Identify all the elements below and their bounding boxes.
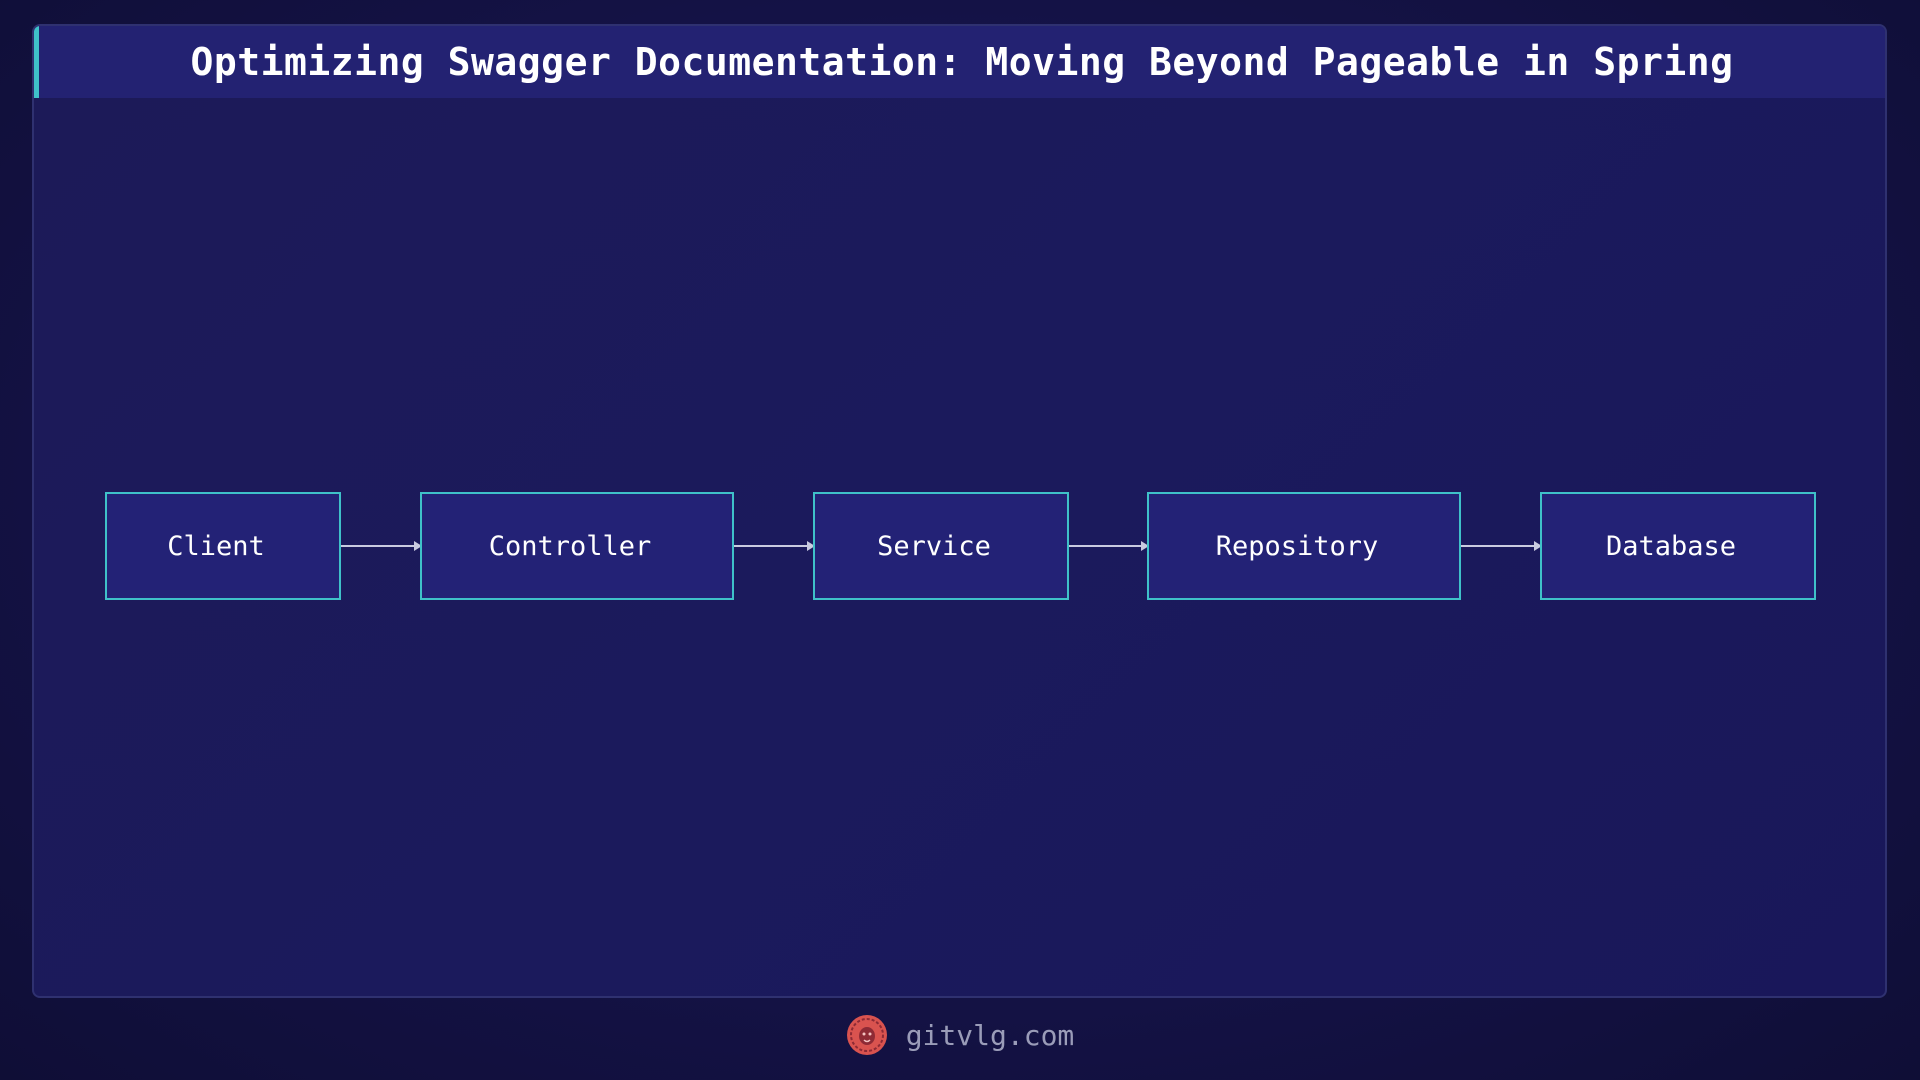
footer-site-link[interactable]: gitvlg.com <box>905 1018 1075 1052</box>
node-label-client: Client <box>167 530 265 562</box>
node-label-service: Service <box>877 530 991 562</box>
lion-logo-icon <box>846 1015 887 1055</box>
footer: gitvlg.com <box>0 1012 1920 1058</box>
node-controller: Controller <box>420 492 734 600</box>
node-repository: Repository <box>1147 492 1461 600</box>
page-title: Optimizing Swagger Documentation: Moving… <box>190 40 1734 84</box>
title-bar: Optimizing Swagger Documentation: Moving… <box>34 26 1885 98</box>
node-label-database: Database <box>1605 530 1737 562</box>
node-label-repository: Repository <box>1215 530 1379 562</box>
node-label-controller: Controller <box>488 530 652 562</box>
node-service: Service <box>813 492 1069 600</box>
node-database: Database <box>1540 492 1816 600</box>
node-client: Client <box>105 492 341 600</box>
